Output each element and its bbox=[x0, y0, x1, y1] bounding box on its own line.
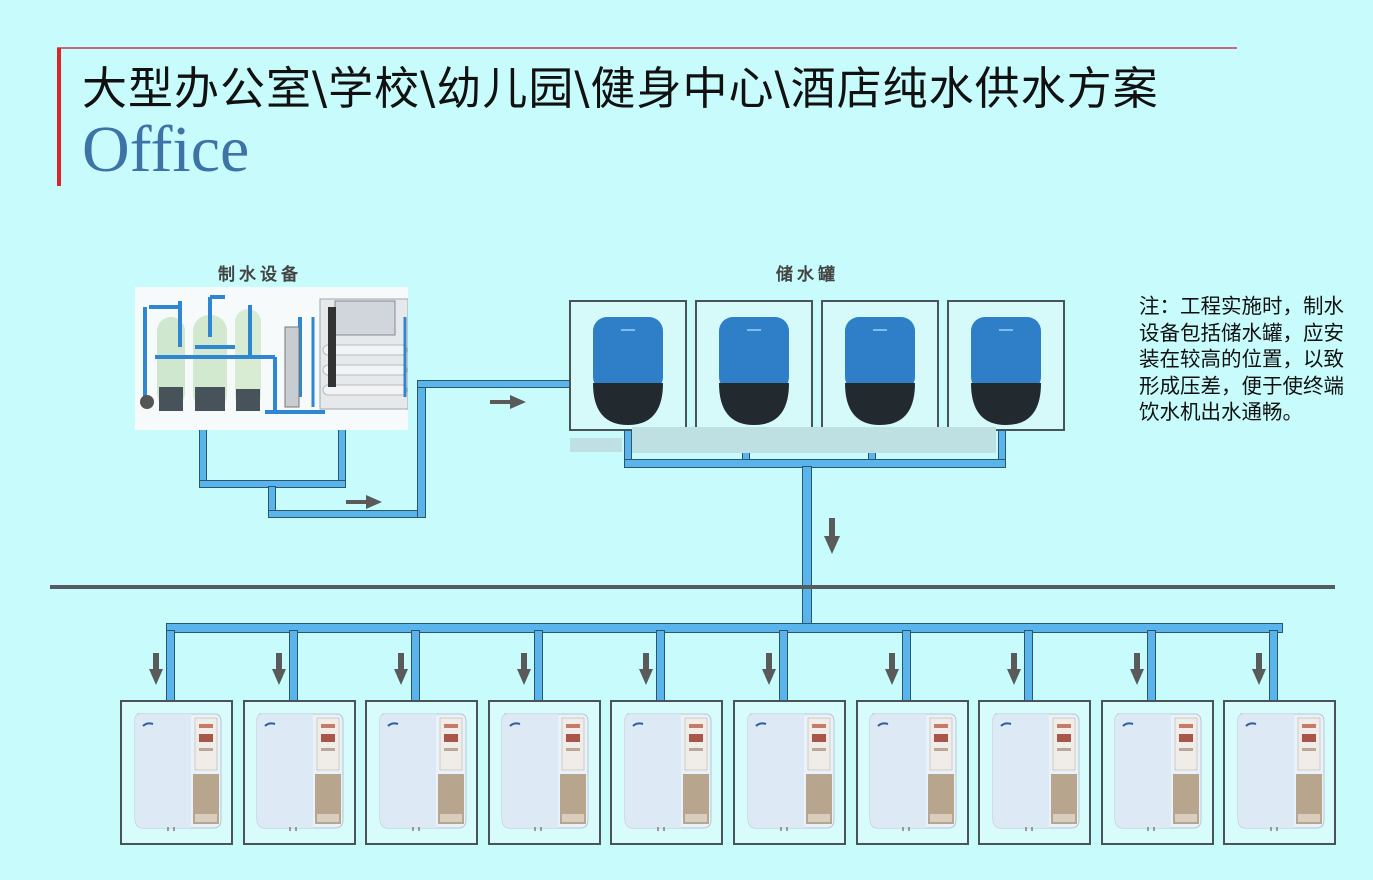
flow-arrow-down-icon bbox=[884, 653, 899, 685]
flow-arrow-down-icon bbox=[1129, 653, 1144, 685]
storage-tank bbox=[947, 300, 1065, 431]
flow-arrow-down-icon bbox=[516, 653, 531, 685]
water-dispenser-icon bbox=[869, 713, 957, 831]
title-divider bbox=[57, 47, 1237, 49]
water-dispenser-icon bbox=[624, 713, 712, 831]
branch-pipe bbox=[1269, 630, 1279, 702]
flow-arrow-right-icon bbox=[490, 395, 526, 409]
branch-pipe bbox=[656, 630, 666, 702]
water-dispenser bbox=[855, 700, 969, 845]
water-dispenser bbox=[242, 700, 356, 845]
storage-tank bbox=[569, 300, 687, 431]
water-dispenser bbox=[365, 700, 479, 845]
storage-tank-icon bbox=[593, 317, 663, 425]
distribution-header-pipe bbox=[166, 623, 1283, 633]
flow-arrow-down-icon bbox=[762, 653, 776, 685]
water-dispenser bbox=[610, 700, 724, 845]
branch-pipe bbox=[533, 630, 543, 702]
storage-tank bbox=[821, 300, 939, 431]
storage-tank bbox=[695, 300, 813, 431]
installation-note: 注：工程实施时，制水设备包括储水罐，应安装在较高的位置，以致形成压差，便于使终端… bbox=[1139, 294, 1344, 424]
flow-arrow-down-icon bbox=[394, 653, 409, 685]
page-title: 大型办公室\学校\幼儿园\健身中心\酒店纯水供水方案 bbox=[82, 62, 1159, 115]
flow-arrow-down-icon bbox=[1007, 653, 1022, 685]
flow-arrow-down-icon bbox=[149, 653, 163, 685]
branch-pipe bbox=[1024, 630, 1034, 702]
flow-arrow-right-icon bbox=[346, 495, 382, 509]
flow-arrow-down-icon bbox=[271, 653, 286, 685]
equipment-label: 制水设备 bbox=[218, 265, 302, 285]
page-subtitle: Office bbox=[82, 113, 250, 186]
branch-pipe bbox=[288, 630, 298, 702]
water-dispenser-icon bbox=[1114, 713, 1202, 831]
branch-pipe bbox=[779, 630, 788, 702]
storage-tank-icon bbox=[719, 317, 789, 425]
water-dispenser bbox=[1223, 700, 1337, 845]
branch-pipe bbox=[901, 630, 911, 702]
water-dispenser-icon bbox=[379, 713, 467, 831]
main-riser-pipe bbox=[802, 466, 812, 626]
pipe-segment bbox=[199, 428, 207, 486]
pipe-segment bbox=[268, 510, 426, 518]
water-dispenser bbox=[733, 700, 846, 845]
water-dispenser bbox=[1100, 700, 1214, 845]
storage-tank-icon bbox=[845, 317, 915, 425]
water-dispenser bbox=[120, 700, 233, 845]
water-dispenser-icon bbox=[747, 713, 834, 831]
branch-pipe bbox=[166, 630, 175, 702]
title-accent-bar bbox=[57, 48, 61, 186]
water-dispenser-icon bbox=[501, 713, 589, 831]
tank-platform bbox=[570, 438, 622, 452]
flow-arrow-down-icon bbox=[639, 653, 654, 685]
storage-tank-label: 储水罐 bbox=[776, 265, 839, 285]
flow-arrow-down-icon bbox=[1252, 653, 1267, 685]
water-treatment-equipment bbox=[135, 287, 408, 430]
floor-divider bbox=[50, 585, 1335, 589]
water-dispenser-icon bbox=[992, 713, 1080, 831]
water-dispenser-icon bbox=[256, 713, 344, 831]
storage-tank-icon bbox=[971, 317, 1041, 425]
pipe-segment bbox=[417, 380, 426, 518]
pipe-segment bbox=[417, 380, 572, 388]
water-dispenser bbox=[487, 700, 601, 845]
branch-pipe bbox=[411, 630, 421, 702]
water-dispenser-icon bbox=[1237, 713, 1325, 831]
water-treatment-equipment-icon bbox=[135, 287, 408, 430]
branch-pipe bbox=[1146, 630, 1156, 702]
water-dispenser-icon bbox=[134, 713, 221, 831]
flow-arrow-down-icon bbox=[824, 518, 840, 554]
tank-platform bbox=[632, 427, 996, 453]
pipe-segment bbox=[338, 428, 346, 486]
water-dispenser bbox=[978, 700, 1092, 845]
tank-manifold-pipe bbox=[624, 459, 1006, 468]
